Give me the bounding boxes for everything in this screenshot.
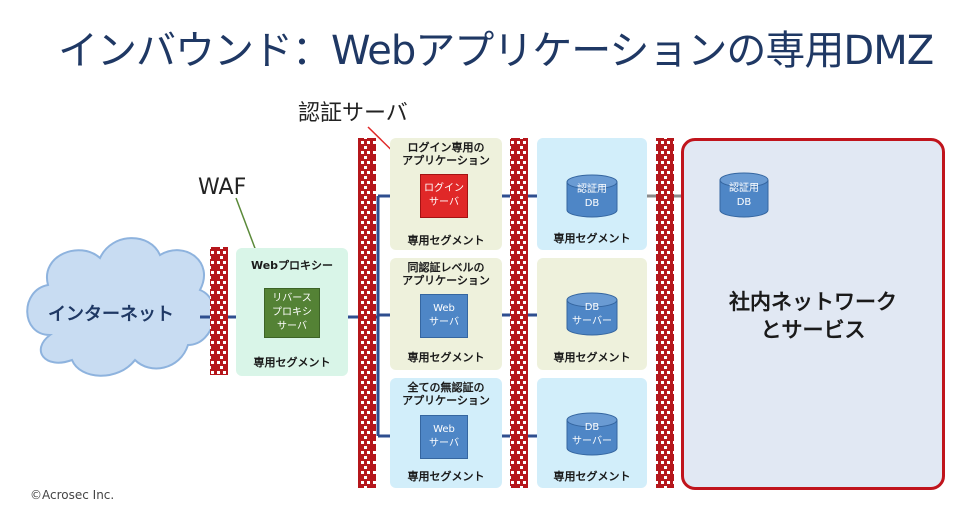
header-line: 同認証レベルの [407,261,485,274]
db-line: DB [584,198,600,209]
header-line: アプリケーション [402,274,490,287]
auth-server-callout: 認証サーバ [298,101,408,126]
box-line: プロキシ [272,307,312,318]
box-line: サーバ [429,438,459,449]
header-line: アプリケーション [402,154,490,167]
firewall-1 [210,247,228,375]
proxy-segment-header: Webプロキシー [250,259,334,272]
db-line: サーバー [572,436,612,447]
firewall-4 [656,138,674,488]
proxy-segment-footer: 専用セグメント [253,356,331,369]
db-segment-footer: 専用セグメント [553,232,631,245]
database-icon [566,412,618,456]
header-line: 全ての無認証の [407,381,485,394]
waf-callout: WAF [198,175,247,200]
firewall-3 [510,138,528,488]
db-line: DB [584,422,600,433]
db-server-2: DB サーバー [567,420,617,450]
app-segment-footer: 専用セグメント [407,351,485,364]
box-line: サーバ [429,197,459,208]
corporate-label: 社内ネットワーク とサービス [681,288,945,344]
page-title: インバウンド：Webアプリケーションの専用DMZ [58,28,934,74]
db-line: DB [736,197,752,208]
app-segment-footer: 専用セグメント [407,470,485,483]
corp-label-line: とサービス [760,318,866,342]
db-segment-footer: 専用セグメント [553,470,631,483]
firewall-2 [358,138,376,488]
login-server: ログイン サーバ [420,174,468,218]
reverse-proxy-server: リバース プロキシ サーバ [264,288,320,338]
app-segment-footer: 専用セグメント [407,234,485,247]
database-icon [566,174,618,218]
header-line: ログイン専用の [407,141,485,154]
box-line: ログイン [424,183,464,194]
db-line: 認証用 [729,183,759,194]
database-icon [566,292,618,336]
copyright: ©Acrosec Inc. [30,488,115,502]
database-icon [719,172,769,218]
internet-cloud-icon [26,237,216,377]
corp-auth-db: 認証用 DB [720,180,768,212]
box-line: サーバ [429,317,459,328]
db-line: DB [584,302,600,313]
box-line: リバース [272,293,312,304]
box-line: Web [433,424,455,435]
box-line: サーバ [277,321,307,332]
app-segment-header: 全ての無認証の アプリケーション [390,381,502,407]
db-line: サーバー [572,316,612,327]
db-line: 認証用 [577,184,607,195]
app-segment-header: ログイン専用の アプリケーション [390,141,502,167]
web-server-1: Web サーバ [420,294,468,338]
header-line: アプリケーション [402,394,490,407]
corp-label-line: 社内ネットワーク [729,290,897,314]
db-server-1: DB サーバー [567,300,617,330]
app-segment-header: 同認証レベルの アプリケーション [390,261,502,287]
box-line: Web [433,303,455,314]
auth-db: 認証用 DB [567,182,617,212]
db-segment-footer: 専用セグメント [553,351,631,364]
web-server-2: Web サーバ [420,415,468,459]
internet-label: インターネット [48,304,174,325]
